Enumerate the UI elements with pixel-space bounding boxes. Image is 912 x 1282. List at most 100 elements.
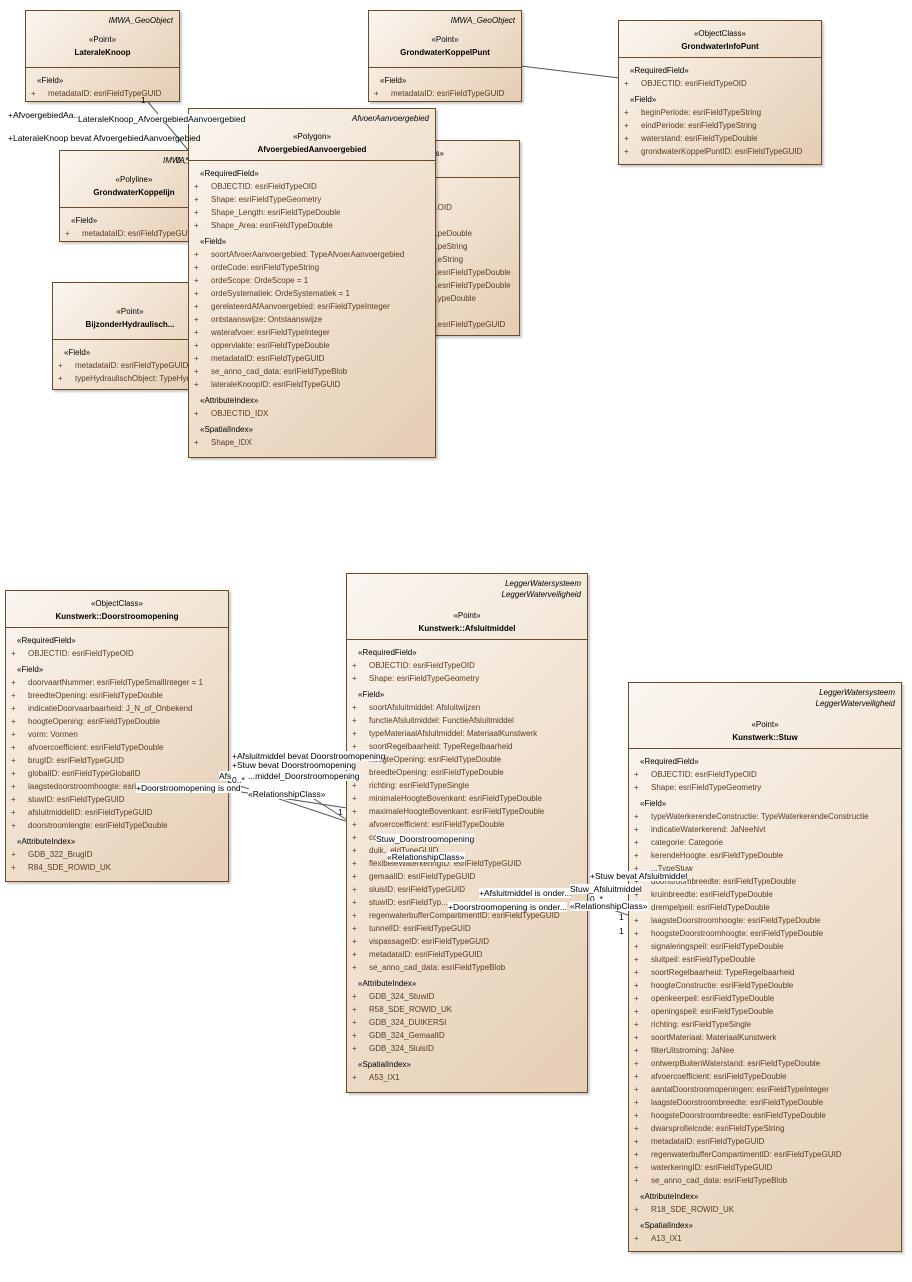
section-title: «SpatialIndex» [200, 425, 253, 434]
attribute-row: +regenwaterbufferCompartimentID: esriFie… [634, 1150, 842, 1159]
attribute-row: +laagsteDoorstroomhoogte: esriFieldTypeD… [634, 916, 821, 925]
attribute-row: +beginPeriode: esriFieldTypeString [624, 108, 762, 117]
attribute-row: +Shape_Area: esriFieldTypeDouble [194, 221, 333, 230]
attribute-row: +gemaalID: esriFieldTypeGUID [352, 872, 476, 881]
edge-afsluitmiddel-doorstroom [227, 789, 348, 809]
attribute-row: +indicatieDoorvaarbaarheid: J_N_of_Onbek… [11, 704, 193, 713]
relationship-name-label: Stuw_Doorstroomopening [376, 834, 475, 844]
stereotype-label: «ObjectClass» [693, 29, 747, 38]
class-afsluitmiddel[interactable]: LeggerWatersysteem LeggerWaterveiligheid… [346, 573, 588, 1093]
stereotype-label: «Polyline» [115, 175, 153, 184]
attribute-row: +dwarsprofielcode: esriFieldTypeString [634, 1124, 785, 1133]
attribute-row: +laagstedoorstroomhoogte: esriFieldTypeD… [11, 782, 197, 791]
attribute-row: +se_anno_cad_data: esriFieldTypeBlob [194, 367, 348, 376]
attribute-row: +openkeerpeil: esriFieldTypeDouble [634, 994, 775, 1003]
class-afvoergebied-aanvoergebied[interactable]: AfvoerAanvoergebied «Polygon» Afvoergebi… [188, 108, 436, 458]
class-grondwater-infopunt[interactable]: «ObjectClass» GrondwaterInfoPunt «Requir… [618, 20, 822, 165]
attribute-row: +afsluitmiddelID: esriFieldTypeGUID [11, 808, 153, 817]
attribute-row: +Shape: esriFieldTypeGeometry [194, 195, 322, 204]
section-title: «Field» [358, 690, 385, 699]
attribute-row: +soortAfvoerAanvoergebied: TypeAfvoerAan… [194, 250, 405, 259]
attribute-row: +...TypeStuw [634, 864, 693, 873]
class-body: «Field» +metadataID: esriFieldTypeGUID [369, 68, 521, 101]
attribute-row: +se_anno_cad_data: esriFieldTypeBlob [352, 963, 506, 972]
attribute-row: +kruinbreedte: esriFieldTypeDouble [634, 890, 773, 899]
attribute-row: +Shape: esriFieldTypeGeometry [634, 783, 762, 792]
section-title: «AttributeIndex» [358, 979, 417, 988]
attribute-row: +waterkeringID: esriFieldTypeGUID [634, 1163, 773, 1172]
attribute-row: +A13_IX1 [634, 1234, 682, 1243]
package-label: LeggerWatersysteem LeggerWaterveiligheid [815, 688, 895, 708]
attribute-row: +grondwaterKoppelPuntID: esriFieldTypeGU… [624, 147, 803, 156]
package-label: IMWA_GeoObject [450, 16, 515, 25]
attribute-row: +metadataID: esriFieldTypeGUID [31, 89, 162, 98]
class-name: LateraleKnoop [74, 48, 131, 57]
class-name: Kunstwerk::Doorstroomopening [55, 612, 179, 621]
section-title: «Field» [630, 95, 657, 104]
attribute-row: ...esriFieldTypeDouble [431, 281, 511, 290]
attribute-row: +lateraleKnoopID: esriFieldTypeGUID [194, 380, 341, 389]
attribute-row: ...peDouble [431, 229, 472, 238]
attribute-row: ...peString [431, 242, 468, 251]
class-bijzonder-hydraulisch[interactable]: «Point» BijzonderHydraulisch... «Field» … [52, 282, 208, 390]
attribute-row: +ordeScope: OrdeScope = 1 [194, 276, 309, 285]
attribute-row: +brugID: esriFieldTypeGUID [11, 756, 125, 765]
multiplicity-label: 0..* [590, 894, 603, 904]
multiplicity-label: 0..* [176, 155, 189, 165]
attribute-row: +soortMateriaal: MateriaalKunstwerk [634, 1033, 777, 1042]
class-stuw[interactable]: LeggerWatersysteem LeggerWaterveiligheid… [628, 682, 902, 1252]
attribute-row: +minimaleHoogteBovenkant: esriFieldTypeD… [352, 794, 542, 803]
section-title: «AttributeIndex» [200, 396, 259, 405]
attribute-row: +typeWaterkerendeConstructie: TypeWaterk… [634, 812, 869, 821]
attribute-row: ...eString [431, 255, 464, 264]
class-grondwater-koppelpunt[interactable]: IMWA_GeoObject «Point» GrondwaterKoppelP… [368, 10, 522, 102]
class-name: AfvoergebiedAanvoergebied [257, 145, 367, 154]
class-doorstroomopening[interactable]: «ObjectClass» Kunstwerk::Doorstroomopeni… [5, 590, 229, 882]
attribute-row: +doorvaartNummer: esriFieldTypeSmallInte… [11, 678, 203, 687]
class-body: ...OID ...peDouble ...peString ...eStrin… [361, 178, 519, 335]
attribute-row: +OBJECTID: esriFieldTypeOID [624, 79, 747, 88]
class-name: GrondwaterKoppelPunt [400, 48, 490, 57]
package-label: LeggerWatersysteem LeggerWaterveiligheid [501, 579, 581, 599]
attribute-row: +ontstaanswijze: Ontstaanswijze [194, 315, 323, 324]
section-title: «Field» [17, 665, 44, 674]
class-body: «RequiredField» +OBJECTID: esriFieldType… [619, 58, 821, 162]
attribute-row: +afvoercoefficient: esriFieldTypeDouble [352, 820, 505, 829]
attribute-row: +OBJECTID: esriFieldTypeOID [11, 649, 134, 658]
package-label: IMWA_GeoObject [108, 16, 173, 25]
package-label: AfvoerAanvoergebied [352, 114, 429, 123]
attribute-row: +ordeSystematiek: OrdeSystematiek = 1 [194, 289, 350, 298]
attribute-row: +A53_IX1 [352, 1073, 400, 1082]
attribute-row: +richting: esriFieldTypeSingle [634, 1020, 752, 1029]
attribute-row: +GDB_324_SluisID [352, 1044, 434, 1053]
section-title: «Field» [640, 799, 667, 808]
relationship-name-label: LateraleKnoop_AfvoergebiedAanvoergebied [78, 114, 246, 124]
stereotype-label: «Point» [88, 35, 117, 44]
attribute-row: +sluitpeil: esriFieldTypeDouble [634, 955, 756, 964]
attribute-row: ...ypeDouble [431, 294, 476, 303]
attribute-row: +filterUitstroming: JaNee [634, 1046, 735, 1055]
attribute-row: +metadataID: esriFieldTypeGUID [634, 1137, 765, 1146]
attribute-row: +Shape: esriFieldTypeGeometry [352, 674, 480, 683]
package-label: IMWA_G... [163, 156, 202, 165]
attribute-row [431, 305, 519, 318]
stereotype-label: «RelationshipClass» [570, 901, 648, 911]
attribute-row: +GDB_324_StuwID [352, 992, 435, 1001]
class-laterale-knoop[interactable]: IMWA_GeoObject «Point» LateraleKnoop «Fi… [25, 10, 180, 102]
attribute-row: +aantalDoorstroomopeningen: esriFieldTyp… [634, 1085, 829, 1094]
stereotype-label: «Point» [431, 35, 459, 44]
section-title: «Field» [64, 348, 91, 357]
attribute-row: +Shape_IDX [194, 438, 252, 447]
attribute-row: ...esriFieldTypeDouble [431, 268, 511, 277]
attribute-row: +maximaleHoogteBovenkant: esriFieldTypeD… [352, 807, 545, 816]
section-title: «RequiredField» [630, 66, 689, 75]
attribute-row: +typeHydraulischObject: TypeHydr... [58, 374, 200, 383]
attribute-row: +GDB_324_GemaalID [352, 1031, 445, 1040]
attribute-row: +stuwID: esriFieldTypeGUID [11, 795, 125, 804]
stereotype-label: «Point» [453, 611, 481, 620]
attribute-row: +GDB_322_BrugID [11, 850, 93, 859]
attribute-row: +OBJECTID: esriFieldTypeOID [352, 661, 475, 670]
attribute-row: +flexibeleWaterkeringID: esriFieldTypeGU… [352, 859, 522, 868]
class-body: «RequiredField» +OBJECTID: esriFieldType… [347, 640, 587, 1088]
attribute-row: +breedteOpening: esriFieldTypeDouble [352, 768, 504, 777]
